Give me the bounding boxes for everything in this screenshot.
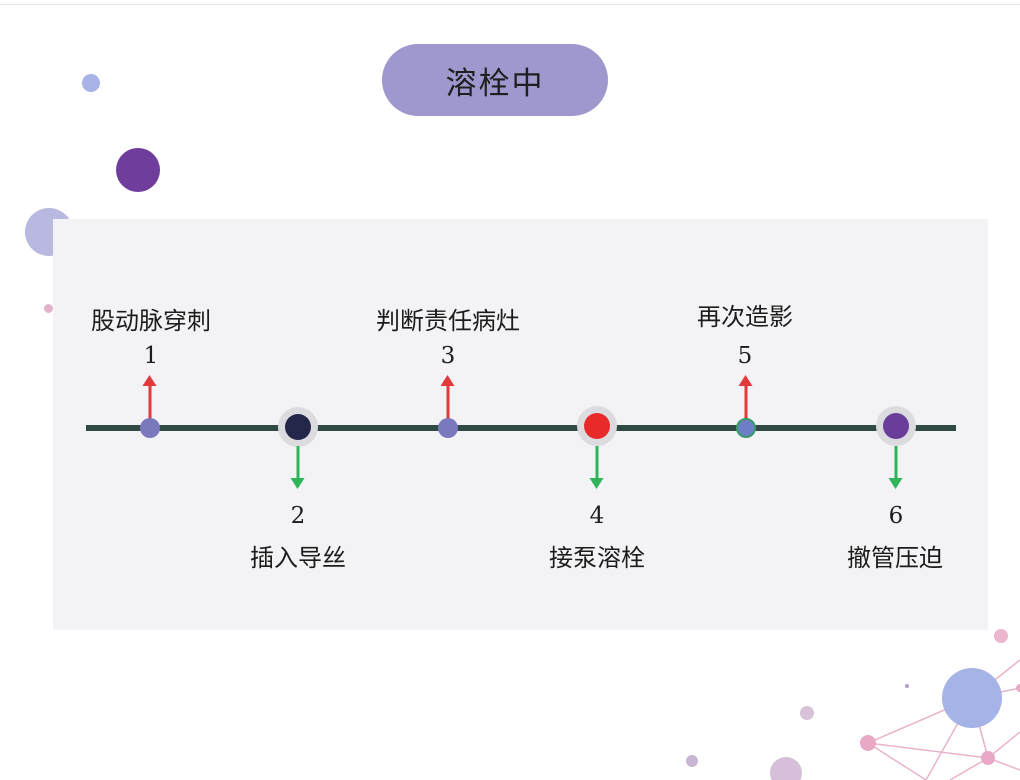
decor-circle <box>905 684 909 688</box>
top-divider <box>0 4 1020 5</box>
step-1-node <box>140 418 160 438</box>
step-4-arrow <box>589 446 604 489</box>
decor-circle <box>44 304 53 313</box>
decor-circle <box>770 757 802 780</box>
timeline-line <box>86 425 956 431</box>
decor-circle <box>116 148 160 192</box>
page-title: 溶栓中 <box>445 65 545 102</box>
step-5-node <box>736 418 756 438</box>
step-2-arrow <box>290 446 305 489</box>
step-2-label: 插入导丝 <box>250 544 346 572</box>
step-3-label: 判断责任病灶 <box>376 307 520 335</box>
step-1-label: 股动脉穿刺 <box>91 307 211 335</box>
timeline-panel <box>53 219 988 630</box>
step-3-number: 3 <box>440 343 456 369</box>
step-6-number: 6 <box>888 503 904 529</box>
step-1-number: 1 <box>143 343 159 369</box>
step-2-node <box>285 414 311 440</box>
step-5-number: 5 <box>737 343 753 369</box>
step-2-number: 2 <box>290 503 306 529</box>
step-5-label: 再次造影 <box>697 303 793 331</box>
decor-circle <box>82 74 100 92</box>
step-4-label: 接泵溶栓 <box>549 544 645 572</box>
step-3-node <box>438 418 458 438</box>
network-decoration <box>860 659 1020 780</box>
step-5-arrow <box>738 375 753 420</box>
title-pill: 溶栓中 <box>382 44 608 116</box>
decor-circle <box>686 755 698 767</box>
step-6-arrow <box>888 446 903 489</box>
step-3-arrow <box>440 375 455 420</box>
step-1-arrow <box>142 375 157 420</box>
decor-circle <box>994 629 1008 643</box>
step-4-number: 4 <box>589 503 605 529</box>
step-4-node <box>584 413 610 439</box>
decor-circle <box>800 706 814 720</box>
step-6-node <box>883 413 909 439</box>
step-6-label: 撤管压迫 <box>847 544 943 572</box>
